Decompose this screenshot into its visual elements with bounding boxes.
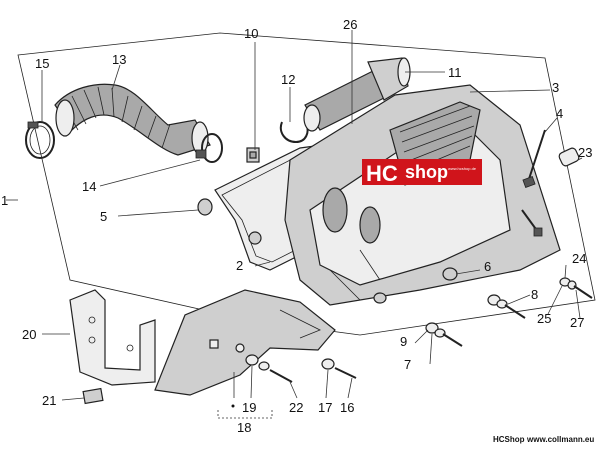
footer-url: www.collmann.eu: [526, 435, 594, 444]
callout-19: 19: [242, 400, 256, 415]
footer-brand: HCShop: [493, 435, 525, 444]
leader-lines: [6, 30, 583, 419]
callout-12: 12: [281, 72, 295, 87]
callout-27: 27: [570, 315, 584, 330]
callout-20: 20: [22, 327, 36, 342]
part-6-spacer: [442, 267, 458, 281]
callout-5: 5: [100, 209, 107, 224]
assembly-frame: [17, 32, 596, 336]
callout-25: 25: [537, 311, 551, 326]
callout-23: 23: [578, 145, 592, 160]
part-14-small-clamp: [195, 133, 223, 163]
logo-url-text: www.hcshop.de: [448, 166, 477, 171]
part-8-screw: [487, 294, 526, 319]
callout-9: 9: [400, 334, 407, 349]
callout-8: 8: [531, 287, 538, 302]
part-4-screws: [521, 129, 546, 237]
callout-6: 6: [484, 259, 491, 274]
callout-19-dot: [231, 404, 235, 408]
callout-17: 17: [318, 400, 332, 415]
part-18-cover-plate: [154, 289, 336, 396]
callout-24: 24: [572, 251, 586, 266]
part-12-spring-clip: [279, 121, 309, 144]
callout-18: 18: [237, 420, 251, 435]
hc-shop-logo: HC shop www.hcshop.de: [362, 159, 482, 186]
part-24-25-27-screw-set: [559, 277, 593, 299]
part-19-22-17-16-fasteners: [245, 354, 357, 383]
callout-11: 11: [448, 65, 462, 80]
callout-4: 4: [556, 106, 563, 121]
callout-10: 10: [244, 26, 258, 41]
logo-shop-text: shop: [405, 162, 448, 182]
callout-7: 7: [404, 357, 411, 372]
callout-26: 26: [343, 17, 357, 32]
callout-16: 16: [340, 400, 354, 415]
callout-22: 22: [289, 400, 303, 415]
callout-13: 13: [112, 52, 126, 67]
callout-15: 15: [35, 56, 49, 71]
logo-hc-text: HC: [366, 161, 398, 186]
part-5-grommet: [197, 198, 262, 245]
part-21-nut: [82, 387, 104, 405]
callout-2: 2: [236, 258, 243, 273]
part-9-7-screw: [373, 292, 463, 347]
callout-labels: 1 2 3 4 5 6 7 8 9 10 11 12 13 14 15 16 1…: [1, 17, 592, 435]
part-15-hose-clamp: [25, 121, 55, 159]
callout-1: 1: [1, 193, 8, 208]
callout-3: 3: [552, 80, 559, 95]
callout-14: 14: [82, 179, 96, 194]
part-20-bracket: [69, 289, 156, 386]
part-23-cap: [558, 147, 580, 167]
part-10-clip-nut: [246, 147, 260, 163]
footer-credit: HCShop www.collmann.eu: [493, 435, 594, 444]
callout-21: 21: [42, 393, 56, 408]
part-13-intake-hose: [54, 83, 211, 156]
